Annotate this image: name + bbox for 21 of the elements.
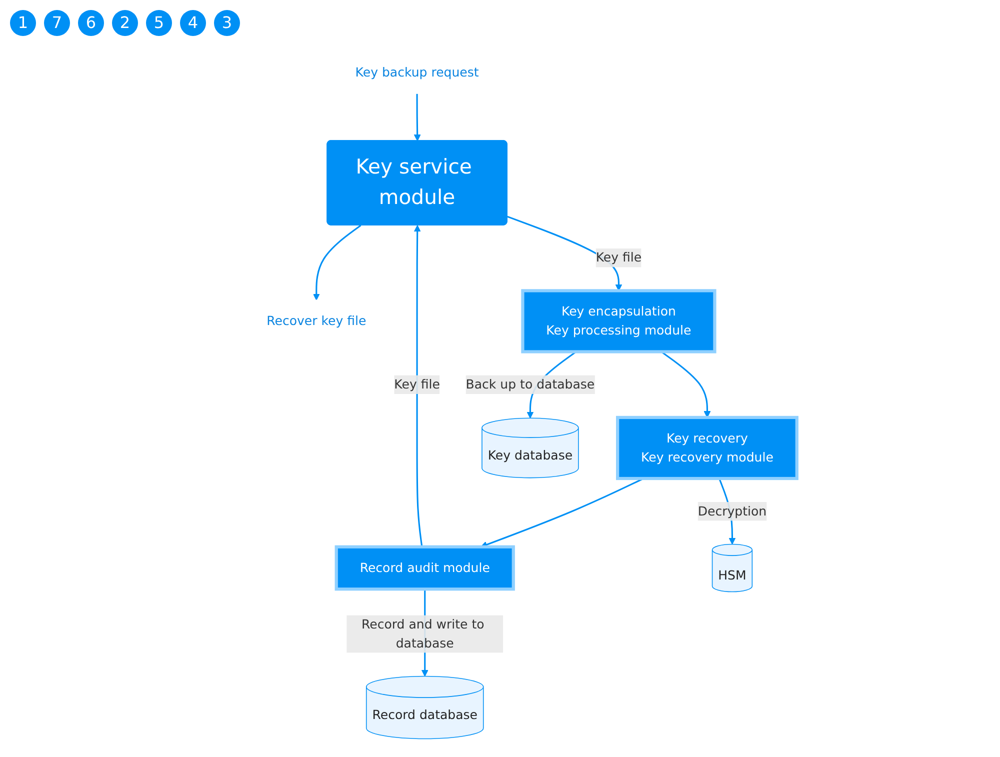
node-box: Key recovery Key recovery module	[616, 416, 798, 480]
node-text: Key backup request	[355, 64, 479, 80]
node-box: Record audit module	[334, 545, 515, 591]
edge-label: Record and write to database	[361, 616, 484, 650]
step-number: 6	[78, 10, 104, 36]
step-number: 1	[10, 10, 36, 36]
edge-label: Back up to database	[466, 376, 595, 392]
node-box: Key encapsulation Key processing module	[521, 289, 716, 354]
step-number: 2	[112, 10, 138, 36]
step-number: 5	[146, 10, 172, 36]
arrow	[414, 225, 423, 547]
node-text: Recover key file	[266, 313, 366, 328]
edge-label: Key file	[394, 376, 440, 392]
arrow	[312, 224, 362, 300]
step-number: 4	[180, 10, 206, 36]
arrow	[414, 94, 421, 142]
step-number: 7	[44, 10, 70, 36]
edge-label: Key file	[596, 250, 642, 265]
arrow	[660, 351, 711, 418]
step-number: 3	[214, 10, 240, 36]
edge-label: Decryption	[698, 504, 767, 518]
